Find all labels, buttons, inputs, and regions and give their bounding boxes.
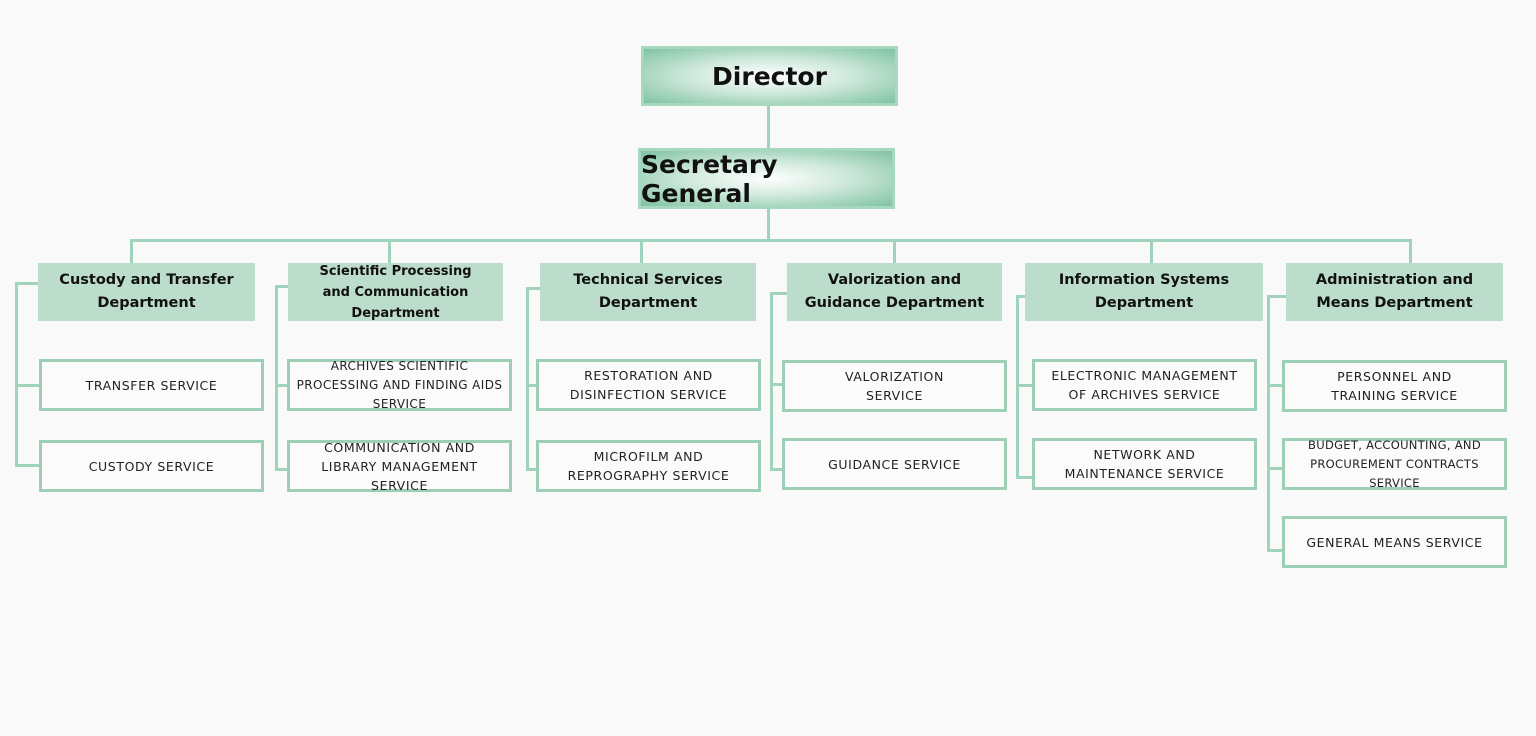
connector-director-secretary (767, 105, 770, 148)
bracket-tick (1267, 295, 1286, 298)
service-custody: CUSTODY SERVICE (39, 440, 264, 492)
service-communication-library: COMMUNICATION AND LIBRARY MANAGEMENT SER… (287, 439, 512, 493)
bracket-tick (1016, 384, 1032, 387)
bracket-tick (15, 282, 39, 285)
service-label: COMMUNICATION AND LIBRARY MANAGEMENT SER… (321, 439, 478, 493)
bracket-tick (1016, 295, 1025, 298)
service-label: BUDGET, ACCOUNTING, AND PROCUREMENT CONT… (1308, 437, 1481, 490)
service-label: ELECTRONIC MANAGEMENT OF ARCHIVES SERVIC… (1051, 368, 1238, 402)
service-archives-scientific-processing: ARCHIVES SCIENTIFIC PROCESSING AND FINDI… (287, 359, 512, 411)
service-restoration-disinfection: RESTORATION AND DISINFECTION SERVICE (536, 359, 761, 411)
bracket-tick (526, 287, 540, 290)
service-label: CUSTODY SERVICE (88, 458, 215, 474)
department-valorization-guidance: Valorization and Guidance Department (787, 263, 1002, 321)
service-label: MICROFILM AND REPROGRAPHY SERVICE (567, 449, 730, 483)
service-electronic-management-archives: ELECTRONIC MANAGEMENT OF ARCHIVES SERVIC… (1032, 359, 1257, 411)
service-label: PERSONNEL AND TRAINING SERVICE (1331, 369, 1458, 403)
connector-drop (1409, 239, 1412, 263)
bracket-tick (15, 384, 39, 387)
secretary-general-box: Secretary General (638, 148, 895, 209)
bracket-tick (526, 384, 537, 387)
connector-secretary-down (767, 208, 770, 241)
department-label: Valorization and Guidance Department (804, 272, 985, 311)
department-label: Administration and Means Department (1315, 272, 1474, 311)
service-label: TRANSFER SERVICE (85, 377, 218, 393)
service-label: ARCHIVES SCIENTIFIC PROCESSING AND FINDI… (296, 358, 503, 411)
bracket-tick (275, 468, 288, 471)
connector-drop (130, 239, 133, 263)
department-custody-transfer: Custody and Transfer Department (38, 263, 255, 321)
connector-drop (893, 239, 896, 263)
director-box: Director (641, 46, 898, 106)
bracket-tick (1267, 384, 1283, 387)
bracket-vertical (15, 282, 18, 466)
service-general-means: GENERAL MEANS SERVICE (1282, 516, 1507, 568)
secretary-general-label: Secretary General (641, 149, 778, 208)
department-administration-means: Administration and Means Department (1286, 263, 1503, 321)
bracket-vertical (275, 285, 278, 471)
department-label: Scientific Processing and Communication … (319, 263, 472, 321)
bracket-tick (1267, 467, 1283, 470)
bracket-tick (526, 468, 537, 471)
bracket-tick (1016, 476, 1032, 479)
connector-drop (388, 239, 391, 263)
connector-drop (640, 239, 643, 263)
department-label: Technical Services Department (573, 272, 723, 311)
service-valorization: VALORIZATION SERVICE (782, 360, 1007, 412)
service-label: NETWORK AND MAINTENANCE SERVICE (1064, 447, 1225, 481)
bracket-tick (770, 468, 783, 471)
department-information-systems: Information Systems Department (1025, 263, 1263, 321)
service-microfilm-reprography: MICROFILM AND REPROGRAPHY SERVICE (536, 440, 761, 492)
service-guidance: GUIDANCE SERVICE (782, 438, 1007, 490)
bracket-vertical (1267, 295, 1270, 551)
department-technical-services: Technical Services Department (540, 263, 756, 321)
connector-horizontal-bus (130, 239, 1412, 242)
service-transfer: TRANSFER SERVICE (39, 359, 264, 411)
bracket-tick (15, 464, 39, 467)
department-label: Custody and Transfer Department (59, 272, 234, 311)
service-label: RESTORATION AND DISINFECTION SERVICE (569, 368, 728, 402)
service-personnel-training: PERSONNEL AND TRAINING SERVICE (1282, 360, 1507, 412)
connector-drop (1150, 239, 1153, 263)
service-label: GUIDANCE SERVICE (828, 456, 961, 472)
bracket-tick (1267, 549, 1283, 552)
service-label: VALORIZATION SERVICE (845, 369, 944, 403)
director-label: Director (712, 61, 827, 91)
bracket-tick (275, 384, 288, 387)
bracket-tick (770, 383, 783, 386)
department-scientific-processing: Scientific Processing and Communication … (288, 263, 503, 321)
bracket-vertical (770, 292, 773, 471)
bracket-vertical (526, 287, 529, 471)
service-label: GENERAL MEANS SERVICE (1306, 534, 1483, 550)
bracket-tick (770, 292, 787, 295)
service-budget-accounting-procurement: BUDGET, ACCOUNTING, AND PROCUREMENT CONT… (1282, 438, 1507, 490)
service-network-maintenance: NETWORK AND MAINTENANCE SERVICE (1032, 438, 1257, 490)
department-label: Information Systems Department (1058, 272, 1230, 311)
bracket-tick (275, 285, 288, 288)
